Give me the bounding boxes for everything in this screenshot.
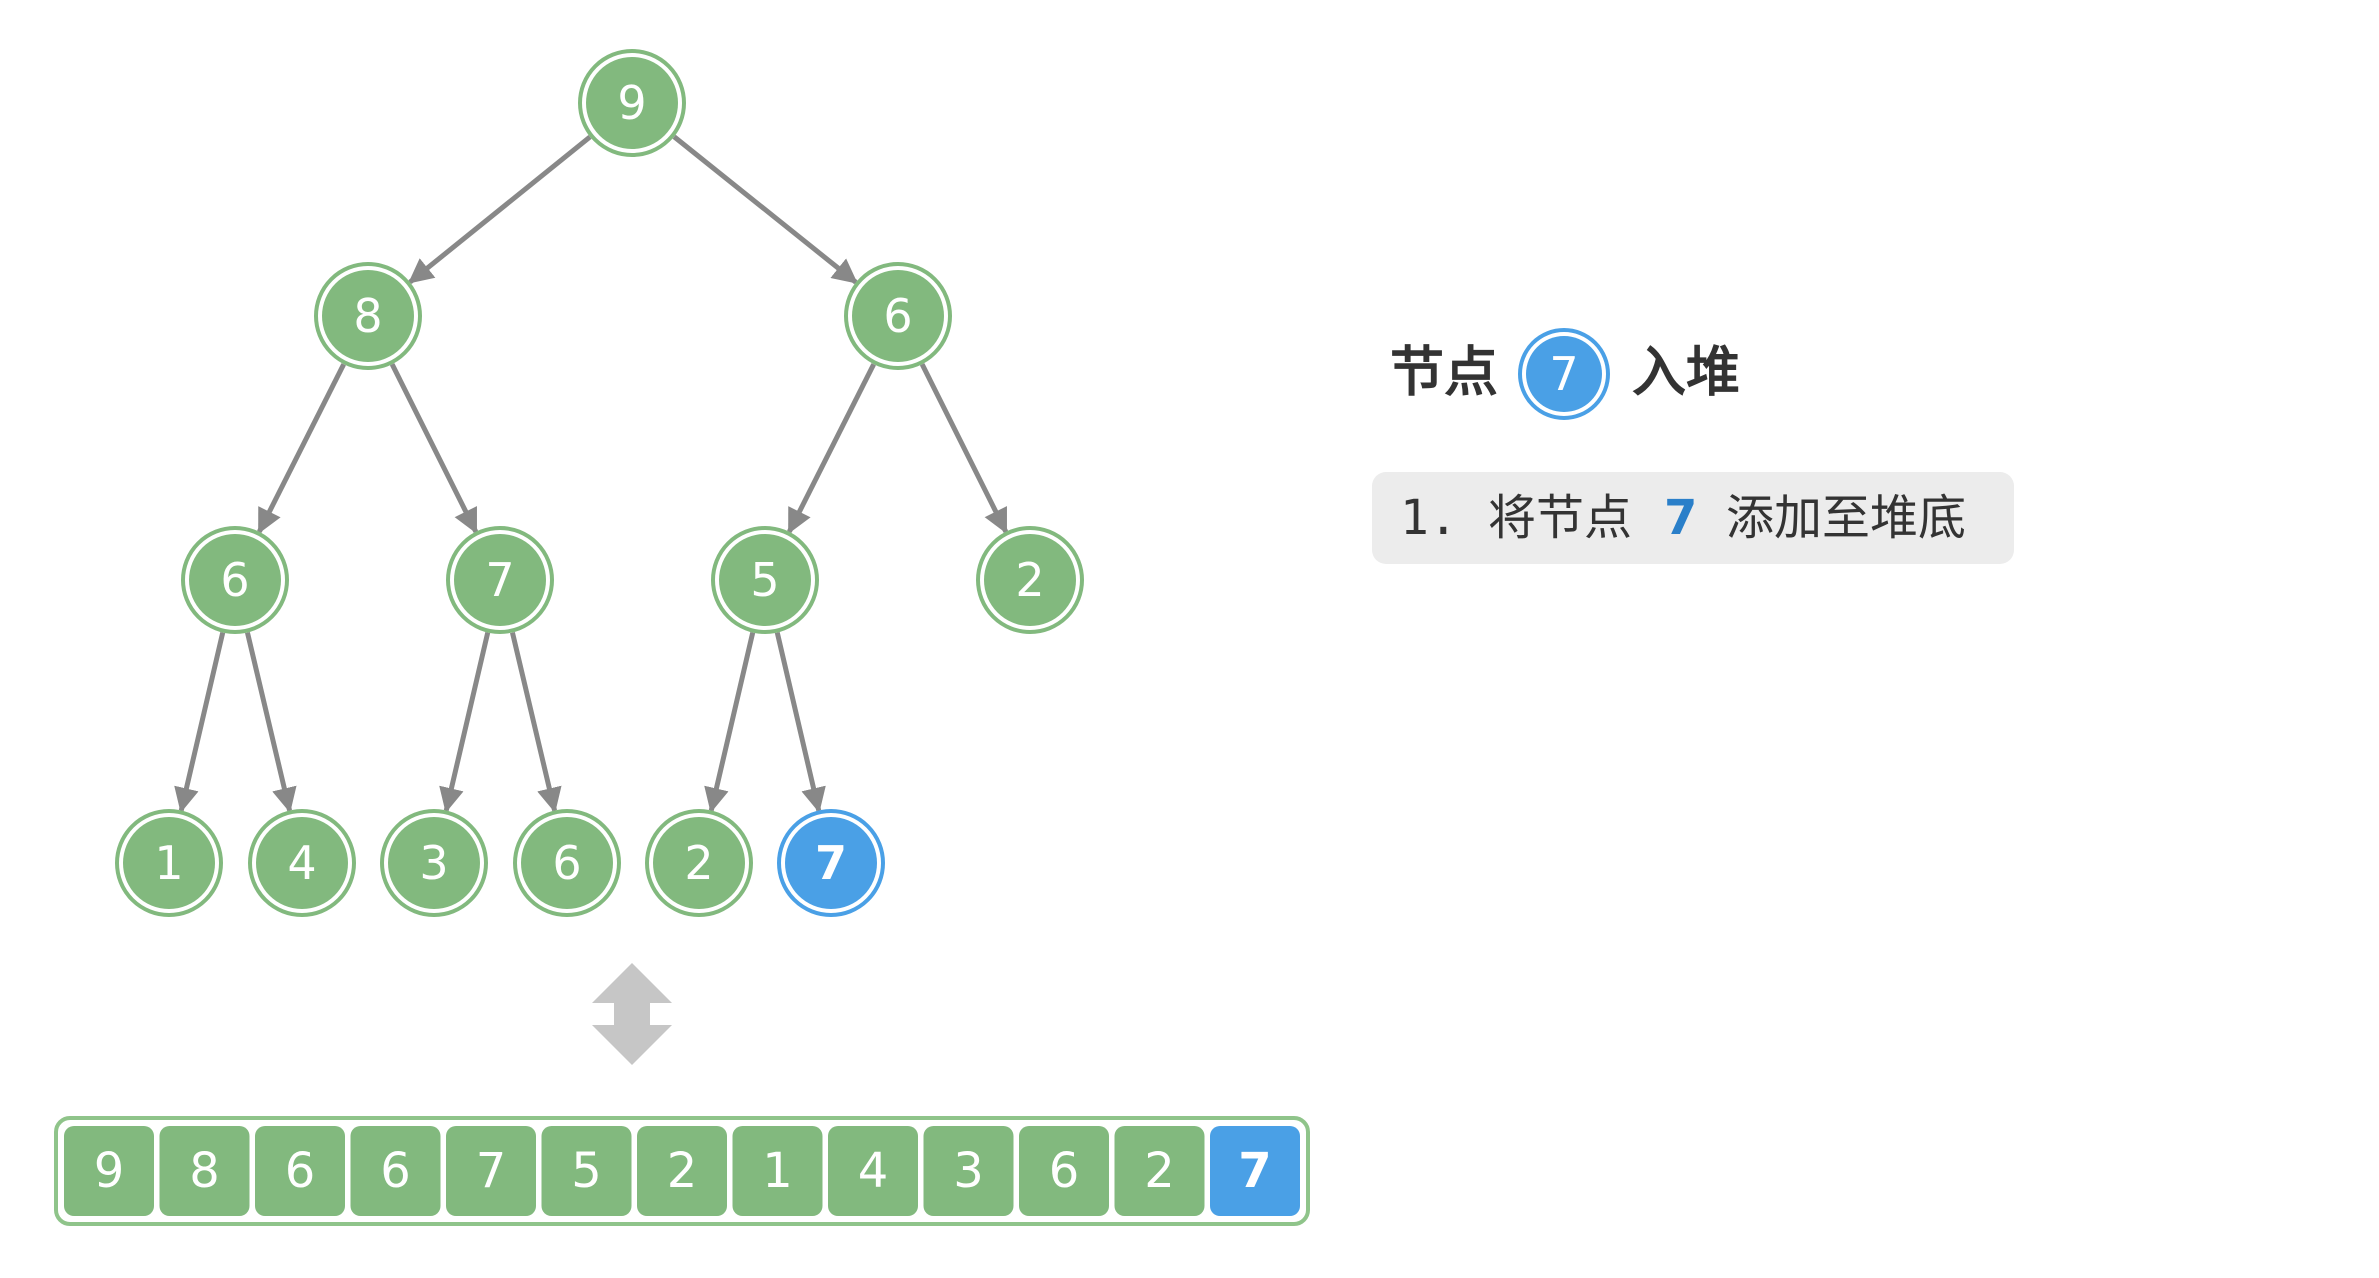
- tree-edge: [672, 134, 858, 285]
- tree-node: 5: [711, 526, 819, 634]
- array-cell-label: 1: [762, 1143, 793, 1199]
- tree-node-label: 1: [154, 836, 183, 890]
- tree-node-label: 6: [883, 289, 912, 343]
- tree-nodes: 9 8 6 6 7 5 2 1 4 3 6 2 7: [115, 49, 1084, 917]
- title: 节点 7 入堆: [1390, 328, 1740, 420]
- array-cell-label: 5: [571, 1143, 602, 1199]
- tree-node-label: 5: [750, 553, 779, 607]
- array-cell-label: 2: [667, 1143, 698, 1199]
- tree-edge: [704, 632, 756, 813]
- array-cell: 6: [350, 1126, 441, 1216]
- title-prefix: 节点: [1390, 341, 1498, 404]
- array-cell: 6: [1019, 1126, 1109, 1216]
- array-cell-label: 7: [1238, 1143, 1271, 1199]
- tree-node-label: 9: [617, 76, 646, 130]
- tree-node-label: 3: [419, 836, 448, 890]
- array-cell-label: 8: [189, 1143, 220, 1199]
- array-cell-label: 4: [858, 1143, 889, 1199]
- tree-edge: [787, 363, 876, 535]
- tree-node-label: 7: [485, 553, 514, 607]
- step-text-before: 将节点: [1488, 490, 1632, 546]
- array-cell: 5: [541, 1126, 632, 1216]
- array-cell-label: 3: [953, 1143, 984, 1199]
- array-cell: 8: [159, 1126, 250, 1216]
- tree-edge: [510, 631, 562, 813]
- tree-node: 2: [976, 526, 1084, 634]
- array-cell-label: 6: [285, 1143, 316, 1199]
- array-cell: 9: [64, 1126, 154, 1216]
- array-cell-new: 7: [1210, 1126, 1300, 1216]
- array-cell-label: 6: [380, 1143, 411, 1199]
- tree-edge: [439, 632, 491, 813]
- array-cell: 2: [637, 1126, 727, 1216]
- tree-node: 4: [248, 809, 356, 917]
- step-text-after: 添加至堆底: [1726, 490, 1966, 546]
- tree-edge: [389, 363, 479, 534]
- tree-node: 8: [314, 262, 422, 370]
- tree-edge: [408, 134, 592, 285]
- array-cell: 6: [255, 1126, 345, 1216]
- step-box: 1. 将节点 7 添加至堆底: [1372, 472, 2014, 564]
- tree-node-new: 7: [777, 809, 885, 917]
- title-node-label: 7: [1549, 347, 1578, 401]
- tree-node-label: 6: [220, 553, 249, 607]
- tree-node-label: 8: [353, 289, 382, 343]
- array-cell-label: 9: [94, 1143, 125, 1199]
- heap-array: 9 8 6 6 7 5 2 1 4 3 6 2 7: [54, 1116, 1310, 1226]
- tree-node: 9: [578, 49, 686, 157]
- tree-node: 7: [446, 526, 554, 634]
- tree-edge: [245, 631, 297, 813]
- double-arrow-shape: [592, 963, 672, 1065]
- tree-node-label: 2: [1015, 553, 1044, 607]
- tree-edge: [919, 363, 1009, 534]
- tree-node: 6: [513, 809, 621, 917]
- tree-edge: [174, 632, 226, 813]
- tree-edges: [174, 134, 1009, 813]
- step-value: 7: [1664, 490, 1697, 546]
- tree-node-label: 7: [815, 836, 847, 890]
- array-cell-label: 6: [1049, 1143, 1080, 1199]
- array-cell: 1: [732, 1126, 823, 1216]
- tree-node-label: 2: [684, 836, 713, 890]
- array-cell: 2: [1114, 1126, 1205, 1216]
- title-node-badge: 7: [1518, 328, 1610, 420]
- tree-node: 2: [645, 809, 753, 917]
- array-cell: 4: [828, 1126, 918, 1216]
- tree-node: 6: [844, 262, 952, 370]
- array-cell-label: 2: [1144, 1143, 1175, 1199]
- tree-node: 6: [181, 526, 289, 634]
- tree-edge: [257, 363, 346, 535]
- double-arrow-icon: [592, 963, 672, 1065]
- array-cell: 7: [446, 1126, 536, 1216]
- step-number: 1.: [1400, 490, 1458, 546]
- tree-node: 3: [380, 809, 488, 917]
- tree-edge: [774, 632, 826, 813]
- array-cell-label: 7: [476, 1143, 507, 1199]
- tree-node-label: 4: [287, 836, 316, 890]
- tree-node: 1: [115, 809, 223, 917]
- array-cell: 3: [923, 1126, 1014, 1216]
- title-suffix: 入堆: [1632, 341, 1740, 404]
- tree-node-label: 6: [552, 836, 581, 890]
